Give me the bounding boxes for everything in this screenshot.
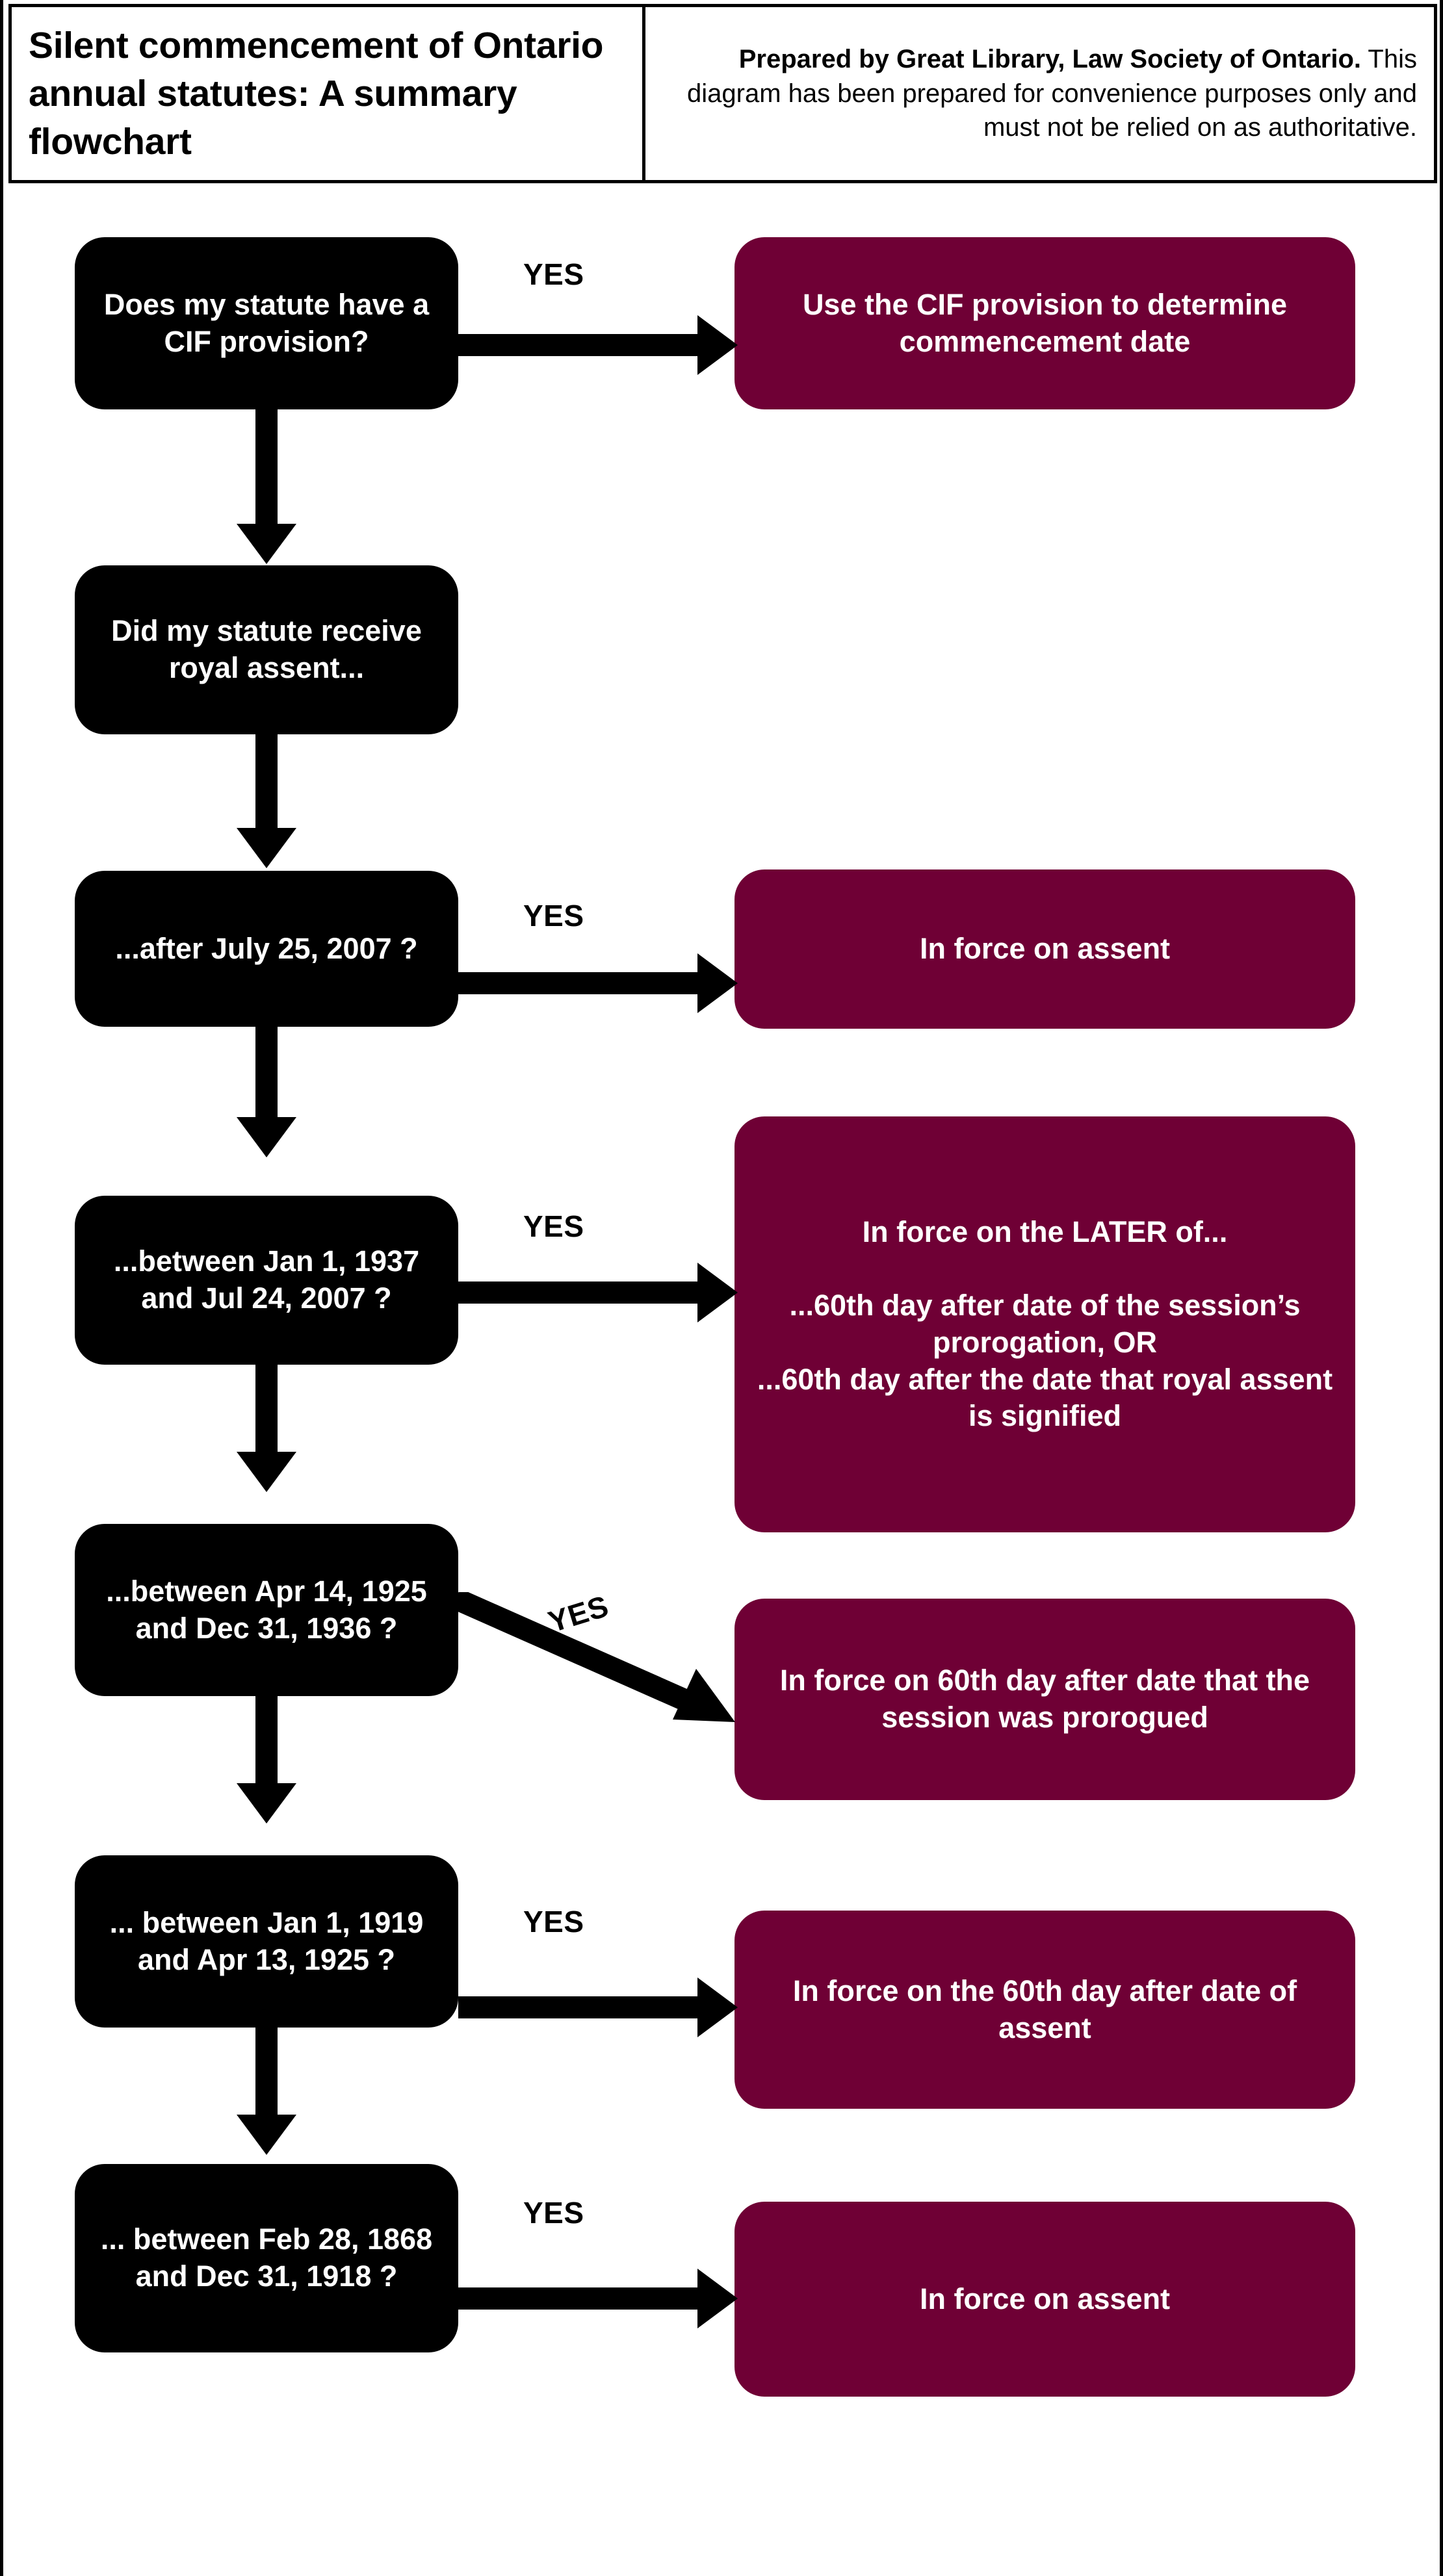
page-title: Silent commencement of Ontario annual st… <box>29 24 604 163</box>
node-o7-in-force-on-assent[interactable]: In force on assent <box>734 2202 1355 2397</box>
node-q3-label: ...after July 25, 2007 ? <box>115 931 418 965</box>
node-q6-between-1919-1925[interactable]: ... between Jan 1, 1919 and Apr 13, 1925… <box>75 1855 458 2028</box>
edge-q2-to-q3-shaft <box>255 734 278 832</box>
node-q2-royal-assent[interactable]: Did my statute receive royal assent... <box>75 565 458 734</box>
edge-q6-to-o6-arrowhead <box>697 1977 738 2037</box>
edge-q4-to-q5-arrowhead <box>237 1452 296 1492</box>
edge-q5-to-q6-shaft <box>255 1696 278 1787</box>
header-table: Silent commencement of Ontario annual st… <box>8 4 1437 183</box>
node-q4-label: ...between Jan 1, 1937 and Jul 24, 2007 … <box>113 1244 420 1315</box>
attribution-disclaimer: This diagram has been prepared for conve… <box>687 44 1417 142</box>
edge-q6-to-o6-shaft <box>458 1996 699 2018</box>
node-q1-label: Does my statute have a CIF provision? <box>103 287 430 358</box>
node-o3-label: In force on assent <box>919 932 1171 966</box>
edge-label-yes-6: YES <box>523 2196 584 2230</box>
node-o3-in-force-on-assent[interactable]: In force on assent <box>734 869 1355 1029</box>
edge-label-yes-1: YES <box>523 257 584 291</box>
edge-q4-to-q5-shaft <box>255 1365 278 1456</box>
edge-q1-to-o1-arrowhead <box>697 315 738 375</box>
node-q7-label: ... between Feb 28, 1868 and Dec 31, 191… <box>100 2222 433 2293</box>
edge-q7-to-o7-shaft <box>458 2287 699 2310</box>
node-o5-60th-day-prorogued[interactable]: In force on 60th day after date that the… <box>734 1599 1355 1800</box>
node-q3-after-july-25-2007[interactable]: ...after July 25, 2007 ? <box>75 871 458 1027</box>
edge-q6-to-q7-arrowhead <box>237 2115 296 2155</box>
edge-q3-to-o3-arrowhead <box>697 953 738 1013</box>
edge-q3-to-q4-shaft <box>255 1027 278 1121</box>
edge-label-yes-3: YES <box>523 1209 584 1243</box>
attribution-prepared-by: Prepared by Great Library, Law Society o… <box>738 44 1362 73</box>
node-q5-label: ...between Apr 14, 1925 and Dec 31, 1936… <box>106 1574 427 1645</box>
edge-q1-to-o1-shaft <box>458 334 699 356</box>
edge-q6-to-q7-shaft <box>255 2028 278 2119</box>
node-o4-label: In force on the LATER of... ...60th day … <box>757 1215 1333 1433</box>
node-o6-60th-day-after-assent[interactable]: In force on the 60th day after date of a… <box>734 1911 1355 2109</box>
node-o4-in-force-later-of[interactable]: In force on the LATER of... ...60th day … <box>734 1116 1355 1532</box>
node-o6-label: In force on the 60th day after date of a… <box>792 1974 1297 2044</box>
edge-q1-to-q2-arrowhead <box>237 524 296 564</box>
node-q4-between-1937-2007[interactable]: ...between Jan 1, 1937 and Jul 24, 2007 … <box>75 1196 458 1365</box>
edge-label-yes-2: YES <box>523 899 584 933</box>
edge-q5-to-o5-diagonal-arrow <box>452 1592 735 1722</box>
edge-q7-to-o7-arrowhead <box>697 2269 738 2328</box>
header-title-cell: Silent commencement of Ontario annual st… <box>12 7 645 180</box>
node-q2-label: Did my statute receive royal assent... <box>111 614 422 684</box>
node-o1-label: Use the CIF provision to determine comme… <box>802 287 1288 358</box>
attribution-note: Prepared by Great Library, Law Society o… <box>662 42 1417 145</box>
node-o5-label: In force on 60th day after date that the… <box>779 1664 1310 1734</box>
edge-label-yes-5: YES <box>523 1905 584 1938</box>
node-q5-between-1925-1936[interactable]: ...between Apr 14, 1925 and Dec 31, 1936… <box>75 1524 458 1696</box>
edge-q3-to-o3-shaft <box>458 972 699 994</box>
node-o7-label: In force on assent <box>919 2282 1171 2315</box>
edge-q4-to-o4-arrowhead <box>697 1263 738 1322</box>
edge-q5-to-q6-arrowhead <box>237 1783 296 1823</box>
edge-q4-to-o4-shaft <box>458 1282 699 1304</box>
edge-q3-to-q4-arrowhead <box>237 1117 296 1157</box>
node-q6-label: ... between Jan 1, 1919 and Apr 13, 1925… <box>109 1905 424 1976</box>
node-q7-between-1868-1918[interactable]: ... between Feb 28, 1868 and Dec 31, 191… <box>75 2164 458 2352</box>
node-q1-cif-provision[interactable]: Does my statute have a CIF provision? <box>75 237 458 409</box>
edge-q1-to-q2-shaft <box>255 409 278 528</box>
edge-q2-to-q3-arrowhead <box>237 828 296 868</box>
node-o1-use-cif-provision[interactable]: Use the CIF provision to determine comme… <box>734 237 1355 409</box>
header-note-cell: Prepared by Great Library, Law Society o… <box>645 7 1434 180</box>
